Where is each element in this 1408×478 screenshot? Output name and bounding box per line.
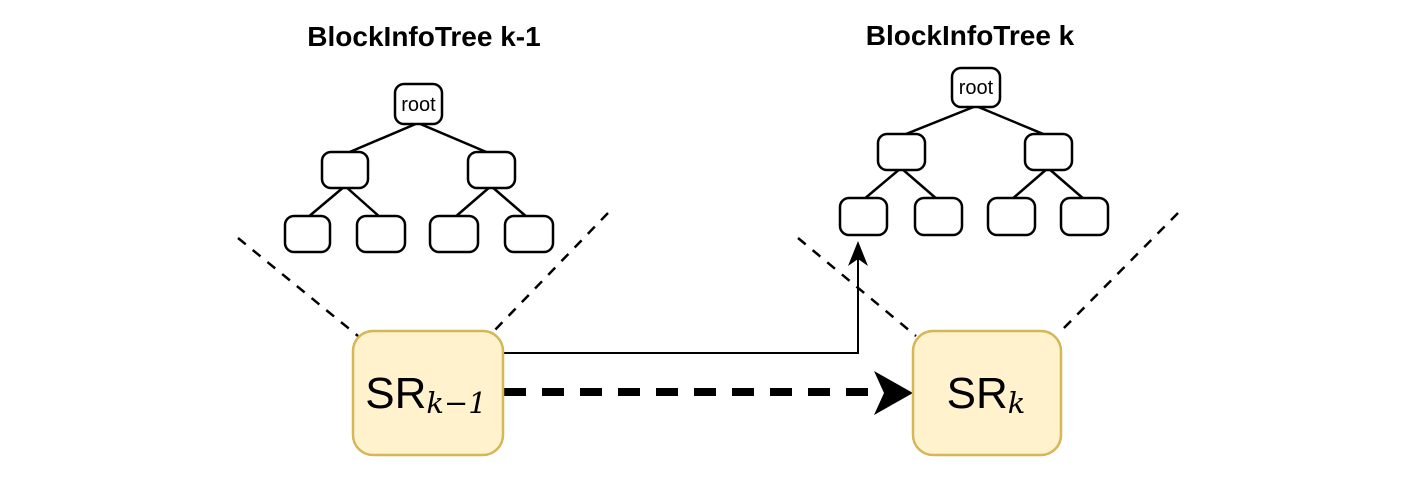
sr-current-box [911, 329, 1063, 457]
right-root-node-label: root [959, 77, 994, 99]
left-tree: BlockInfoTree k-1 root [237, 21, 609, 337]
sr-previous-subscript-text: k−1 [426, 386, 486, 420]
tree-node [1023, 132, 1074, 172]
tree-node [838, 196, 889, 237]
tree-node [355, 214, 407, 254]
right-tree-edges [861, 104, 1087, 202]
right-tree: BlockInfoTree k root [797, 20, 1179, 337]
sr-previous: SRk−1 [351, 329, 505, 457]
tree-node [428, 214, 480, 254]
sr-current: SRk [911, 329, 1063, 457]
tree-node [913, 196, 964, 237]
tree-node [1059, 196, 1110, 237]
left-tree-title: BlockInfoTree k-1 [307, 21, 540, 52]
connectors [503, 241, 913, 415]
sr-current-label: SRk [947, 369, 1026, 420]
update-arrow-line [503, 256, 859, 354]
tree-node [320, 150, 370, 190]
left-root-node [393, 82, 444, 126]
tree-node [876, 132, 927, 172]
tree-node [986, 196, 1037, 237]
left-root-node-label: root [401, 94, 436, 116]
right-projection-dashed-line-right [1059, 212, 1179, 333]
sr-previous-label: SRk−1 [365, 369, 486, 420]
left-projection-dashed-line-left [237, 237, 359, 337]
left-projection-dashed-line-right [492, 212, 609, 333]
left-tree-edges [305, 121, 530, 220]
sr-current-subscript-text: k [1008, 386, 1026, 420]
tree-node [466, 150, 517, 190]
sr-current-base-text: SR [947, 369, 1008, 418]
sr-previous-box [351, 329, 505, 457]
right-root-node [950, 66, 1002, 109]
update-arrow-head-icon [848, 241, 868, 266]
tree-node [503, 214, 555, 254]
right-tree-title: BlockInfoTree k [866, 20, 1075, 51]
sr-previous-base-text: SR [365, 369, 426, 418]
transition-arrow-head-icon [874, 371, 913, 415]
tree-node [283, 214, 332, 254]
